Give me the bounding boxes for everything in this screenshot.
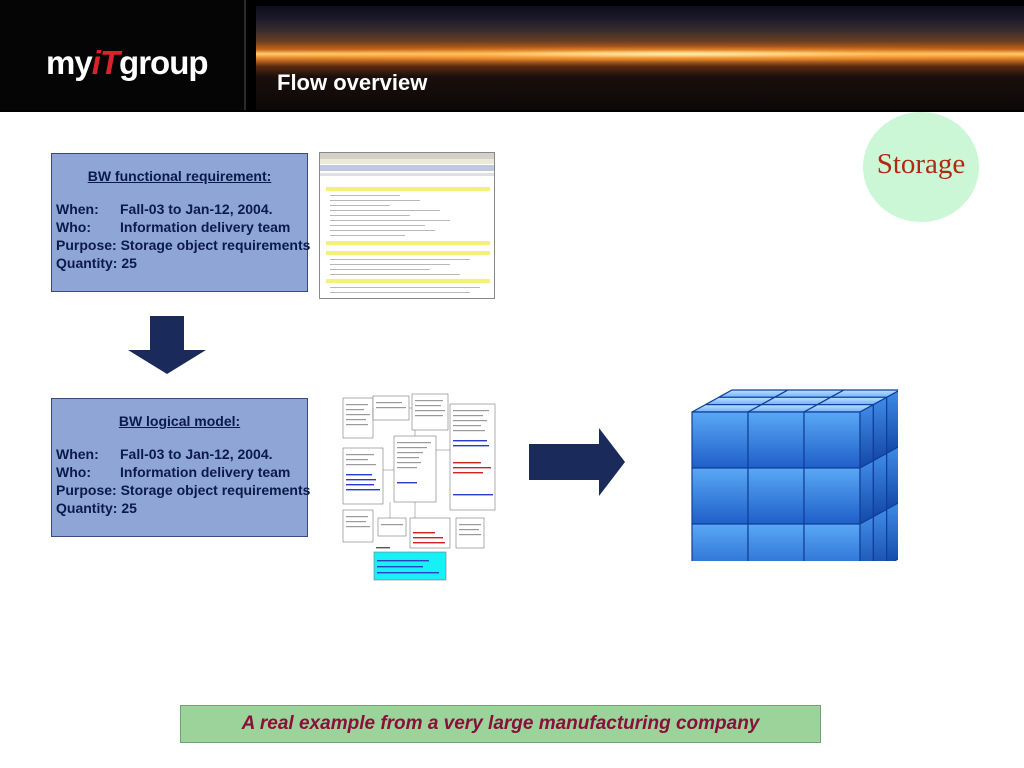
quantity-row: Quantity: 25	[56, 499, 303, 517]
cube-cell-face	[872, 452, 888, 518]
cube-cell-face	[886, 502, 898, 561]
cube-cell-face	[886, 446, 898, 511]
cube-cell-face	[691, 411, 749, 469]
page-title: Flow overview	[277, 70, 428, 95]
cube-cell-face	[859, 459, 874, 526]
when-row: When: Fall-03 to Jan-12, 2004.	[56, 200, 303, 218]
when-value: Fall-03 to Jan-12, 2004.	[120, 446, 273, 462]
company-logo: myiTgroup	[46, 44, 209, 81]
functional-requirement-heading: BW functional requirement:	[87, 168, 272, 184]
sunset-banner-image	[256, 6, 1024, 110]
arrow-down-icon	[128, 316, 206, 374]
logical-model-diagram-thumbnail	[342, 393, 496, 581]
logical-model-box: BW logical model: When: Fall-03 to Jan-12…	[51, 398, 310, 537]
quantity-label: Quantity:	[56, 500, 118, 516]
who-value: Information delivery team	[120, 464, 291, 480]
logical-model-heading: BW logical model:	[118, 413, 241, 429]
purpose-row: Purpose: Storage object requirements	[56, 236, 310, 254]
cube-cell-face	[872, 508, 888, 561]
storage-circle: Storage	[863, 112, 979, 222]
logo-panel: myiTgroup	[0, 0, 246, 110]
quantity-label: Quantity:	[56, 255, 118, 271]
cube-cell-face	[803, 467, 861, 525]
requirements-document-thumbnail	[319, 152, 495, 299]
caption-banner: A real example from a very large manufac…	[180, 705, 821, 743]
when-label: When:	[56, 201, 99, 217]
purpose-value: Storage object requirements	[120, 482, 311, 498]
cube-cell-face	[803, 523, 861, 561]
quantity-row: Quantity: 25	[56, 254, 303, 272]
arrow-right-icon	[529, 428, 625, 496]
functional-requirement-box: BW functional requirement: When: Fall-03 …	[51, 153, 310, 292]
who-row: Who: Information delivery team	[56, 463, 303, 481]
cube-cell-face	[886, 390, 898, 455]
header-banner: myiTgroup Flow overview	[0, 0, 1024, 112]
cube-cell-face	[747, 467, 805, 525]
cube-cell-face	[691, 467, 749, 525]
who-label: Who:	[56, 464, 91, 480]
who-value: Information delivery team	[120, 219, 291, 235]
caption-text: A real example from a very large manufac…	[241, 713, 760, 734]
when-label: When:	[56, 446, 99, 462]
who-row: Who: Information delivery team	[56, 218, 303, 236]
when-value: Fall-03 to Jan-12, 2004.	[120, 201, 273, 217]
cube-cell-face	[747, 411, 805, 469]
who-label: Who:	[56, 219, 91, 235]
cube-cell-face	[859, 515, 874, 561]
when-row: When: Fall-03 to Jan-12, 2004.	[56, 445, 303, 463]
cube-cell-face	[747, 523, 805, 561]
cube-cell-face	[691, 523, 749, 561]
data-cube-icon	[691, 389, 898, 561]
purpose-label: Purpose:	[56, 237, 117, 253]
quantity-value: 25	[121, 255, 137, 271]
cube-cell-face	[859, 403, 874, 470]
cube-cell-face	[803, 411, 861, 469]
quantity-value: 25	[121, 500, 137, 516]
purpose-label: Purpose:	[56, 482, 117, 498]
storage-label: Storage	[876, 147, 966, 180]
cube-cell-face	[872, 396, 888, 462]
purpose-value: Storage object requirements	[120, 237, 311, 253]
purpose-row: Purpose: Storage object requirements	[56, 481, 310, 499]
